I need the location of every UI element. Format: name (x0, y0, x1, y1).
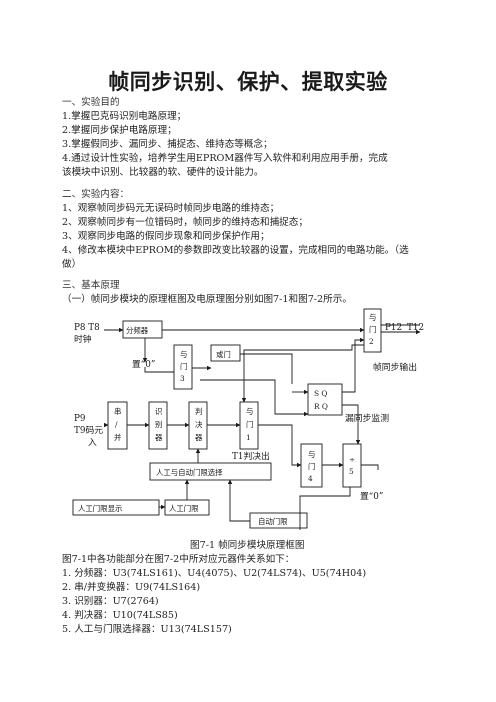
list-item: 2. 串/并变换器：U9(74LS164) (62, 582, 201, 593)
section1-heading: 一、实验目的 (62, 97, 120, 108)
decider-label-3: 器 (195, 433, 203, 442)
p12-label: P12 (385, 323, 402, 333)
and2-label-1: 与 (369, 313, 376, 322)
list-item: 做） (62, 259, 82, 270)
decider-label-1: 判 (195, 407, 202, 416)
list-item: 2、观察帧同步有一位错码时，帧同步的维持态和捕捉态； (62, 217, 308, 228)
input-p8-label: P8 T8 (74, 323, 100, 333)
and-gate-3-box (173, 344, 193, 390)
decider-label-2: 决 (195, 420, 203, 429)
auto-threshold-box (249, 512, 308, 529)
list-item: 1. 分频器：U3(74LS161)、U4(4075)、U2(74LS74)、U… (62, 568, 367, 579)
list-item: 4.通过设计性实验，培养学生用EPROM器件写入软件和利用应用手册，完成 (62, 153, 388, 164)
and4-label-3: 4 (308, 474, 313, 483)
list-item: 3.掌握假同步、漏同步、捕捉态、维持态等概念； (62, 139, 273, 150)
and4-label-2: 门 (308, 462, 315, 471)
list-item: 4、修改本模块中EPROM的参数即改变比较器的设置，完成相同的电路功能。（选 (62, 245, 409, 256)
threshold-select-box (149, 462, 272, 481)
manual-threshold-label: 人工门限 (169, 504, 199, 513)
sr-bottom-label: R Q (314, 402, 328, 411)
figure-caption: 图7-1 帧同步模块原理框图 (190, 540, 305, 551)
and3-label-3: 3 (180, 374, 185, 383)
manual-display-box (72, 499, 160, 516)
and3-label-2: 门 (180, 362, 187, 371)
recog-label-1: 识 (155, 407, 162, 416)
section2-heading: 二、实验内容： (62, 189, 130, 200)
or-gate-box (210, 344, 241, 362)
div5-label-1: ÷ (349, 455, 355, 464)
page-title: 帧同步识别、保护、提取实验 (108, 70, 388, 94)
list-item: 5. 人工与门限选择器：U13(74LS157) (62, 624, 232, 635)
list-item: 1.掌握巴克码识别电路原理； (62, 111, 187, 122)
and1-label-2: 门 (246, 420, 253, 429)
auto-threshold-label: 自动门限 (258, 517, 288, 526)
serpar-label-1: 串 (114, 407, 121, 416)
input-clock-label: 时钟 (74, 333, 92, 345)
frame-sync-output-label: 帧同步输出 (373, 361, 417, 373)
serpar-label-3: 并 (114, 433, 121, 442)
threshold-select-label: 人工与自动门限选择 (156, 468, 223, 477)
section3-intro: （一）帧同步模块的原理框图及电原理图分别如图7-1和图7-2所示。 (62, 294, 352, 305)
list-item: 4. 判决器：U10(74LS85) (62, 610, 178, 621)
input-t9-label: T9码元 (74, 425, 103, 436)
serpar-label-2: / (115, 420, 118, 429)
divide-by-5-box (342, 443, 362, 488)
and1-label-1: 与 (246, 407, 253, 416)
div5-label-2: 5 (349, 467, 354, 476)
set-zero-top-label: 置“0” (132, 359, 155, 370)
list-item: 3. 识别器：U7(2764) (62, 596, 159, 607)
missed-sync-label: 漏同步监测 (345, 412, 389, 424)
set-zero-bottom-label: 置“0” (360, 491, 383, 502)
and2-label-3: 2 (369, 337, 374, 346)
sr-flipflop-box (307, 383, 343, 416)
list-item: 该模块中识别、比较器的软、硬件的设计能力。 (62, 167, 264, 178)
and2-label-2: 门 (369, 325, 376, 334)
or-gate-label: 或门 (216, 350, 231, 359)
t1-output-label: T1判决出 (232, 450, 270, 462)
list-item: 3、观察同步电路的假同步现象和同步保护作用； (62, 231, 270, 242)
input-t9-in-label: 入 (88, 438, 97, 448)
input-p9-label: P9 (74, 414, 86, 424)
and4-label-1: 与 (308, 450, 315, 459)
section3-heading: 三、基本原理 (62, 280, 120, 291)
recog-label-3: 器 (155, 433, 163, 442)
sr-top-label: S Q (314, 389, 327, 398)
components-intro: 图7-1中各功能部分在图7-2中所对应元器件关系如下： (62, 554, 295, 565)
t12-label: T12 (407, 323, 424, 333)
list-item: 2.掌握同步保护电路原理； (62, 125, 177, 136)
list-item: 1、观察帧同步码元无误码时帧同步电路的维持态； (62, 203, 280, 214)
and3-label-1: 与 (180, 350, 187, 359)
manual-display-label: 人工门限显示 (78, 504, 122, 513)
divider-label: 分频器 (126, 326, 149, 335)
and1-label-3: 1 (246, 433, 251, 442)
recog-label-2: 别 (155, 420, 162, 429)
